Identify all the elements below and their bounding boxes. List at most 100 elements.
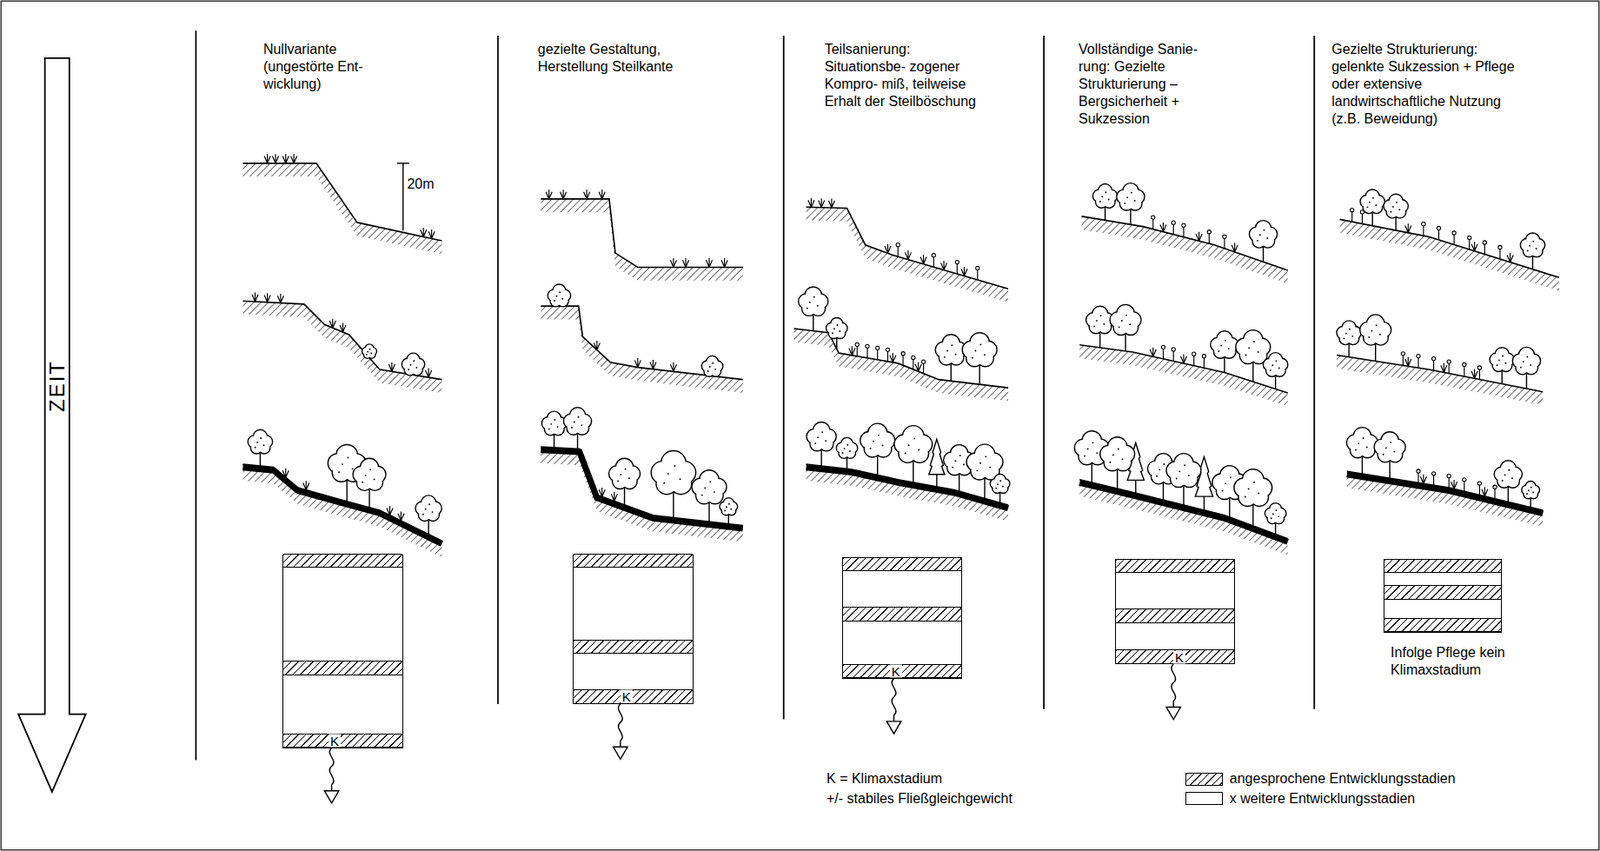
crown-outline	[1342, 329, 1356, 343]
stage-band	[573, 689, 694, 704]
leaf-dot	[558, 291, 561, 293]
leaf-dot	[254, 446, 257, 449]
leaf-dot	[728, 503, 731, 505]
stage-band	[573, 553, 694, 568]
tree-trunk	[912, 460, 914, 483]
grass-tuft	[670, 258, 677, 268]
tree-trunk	[978, 365, 980, 385]
grass-tuft	[1405, 357, 1412, 367]
ground-hatch	[540, 305, 743, 393]
tree-trunk	[1262, 245, 1264, 262]
leaf-dot	[1507, 469, 1510, 472]
leaf-dot	[1221, 490, 1224, 492]
flower-head	[1493, 484, 1497, 489]
tree-trunk	[876, 455, 878, 475]
leaf-dot	[709, 365, 711, 368]
tree-trunk	[983, 478, 985, 498]
shrub	[702, 356, 723, 377]
deciduous-tree	[692, 470, 727, 504]
leaf-dot	[1385, 446, 1388, 449]
grass-tuft	[941, 260, 948, 271]
tree-trunk	[1162, 482, 1164, 500]
leaf-dot	[577, 416, 580, 419]
leaf-dot	[1093, 325, 1096, 328]
leaf-dot	[1389, 441, 1392, 444]
crown-outline	[995, 480, 1006, 492]
stage-band	[573, 639, 694, 654]
deciduous-tree	[860, 424, 895, 458]
leaf-dot	[1371, 330, 1374, 332]
ground-line	[242, 163, 442, 241]
leaf-dot	[975, 350, 977, 352]
deciduous-tree	[353, 458, 386, 491]
tree-trunk	[1223, 357, 1225, 373]
ground-hatch	[793, 328, 1009, 401]
flower-stem	[1208, 232, 1210, 244]
deciduous-tree	[967, 444, 1003, 479]
grass-tuft	[1440, 363, 1448, 373]
deciduous-tree	[542, 411, 566, 435]
crown-fill	[1495, 355, 1509, 369]
tree-trunk	[820, 449, 822, 466]
flower-stem	[1173, 351, 1175, 362]
leaf-dot	[365, 353, 368, 356]
crown-outline	[1242, 482, 1263, 503]
legend-text: angesprochene Entwicklungsstadien	[1229, 770, 1456, 788]
leaf-dot	[1099, 200, 1102, 203]
crown-fill	[830, 325, 843, 337]
crown-fill	[970, 344, 990, 363]
ground-hatch	[1079, 479, 1288, 556]
ground-hatch	[1082, 216, 1288, 284]
cross-section	[540, 189, 743, 280]
crown-outline	[830, 325, 843, 337]
ground-hatch	[242, 300, 442, 393]
leaf-dot	[824, 439, 827, 442]
leaf-dot	[816, 436, 819, 439]
column-divider	[497, 35, 499, 704]
crown-fill	[421, 504, 436, 518]
flower-head	[911, 355, 916, 359]
leaf-dot	[821, 431, 824, 433]
deciduous-tree	[1520, 233, 1545, 257]
leaf-dot	[1155, 475, 1158, 478]
leaf-dot	[989, 466, 991, 469]
leaf-dot	[1002, 485, 1004, 488]
tree-trunk	[577, 433, 578, 450]
leaf-dot	[1130, 192, 1133, 194]
flower-head	[1400, 351, 1405, 356]
crown-fill	[1342, 329, 1356, 343]
stage-column-box: K	[842, 557, 963, 679]
flower-stem	[1417, 472, 1419, 484]
flower-head	[1432, 471, 1436, 476]
flower-stem	[1448, 477, 1450, 488]
crown-fill	[1108, 448, 1127, 467]
cross-section	[1340, 190, 1560, 292]
continuation-squiggle	[1171, 663, 1176, 707]
crown-outline	[1082, 442, 1102, 461]
leaf-dot	[975, 469, 978, 472]
leaf-dot	[713, 491, 716, 493]
leaf-dot	[1348, 328, 1351, 331]
leaf-dot	[1511, 477, 1514, 479]
leaf-dot	[431, 511, 434, 513]
cross-section	[1075, 431, 1288, 555]
grass-tuft	[428, 229, 435, 240]
cross-section	[1082, 183, 1288, 284]
flower-stem	[1162, 348, 1164, 359]
crown-fill	[868, 435, 887, 454]
leaf-dot	[1278, 367, 1281, 370]
leaf-dot	[1389, 211, 1392, 213]
grass-tuft	[560, 189, 567, 200]
tree-trunk	[728, 514, 730, 525]
climax-mark: K	[889, 664, 903, 678]
tree-trunk	[999, 491, 1001, 503]
tree-trunk	[1347, 343, 1349, 358]
flower-head	[1171, 347, 1176, 352]
leaf-dot	[1366, 205, 1368, 208]
stage-band	[1115, 608, 1234, 623]
grass-tuft	[884, 244, 891, 254]
grass-tuft	[670, 362, 677, 372]
